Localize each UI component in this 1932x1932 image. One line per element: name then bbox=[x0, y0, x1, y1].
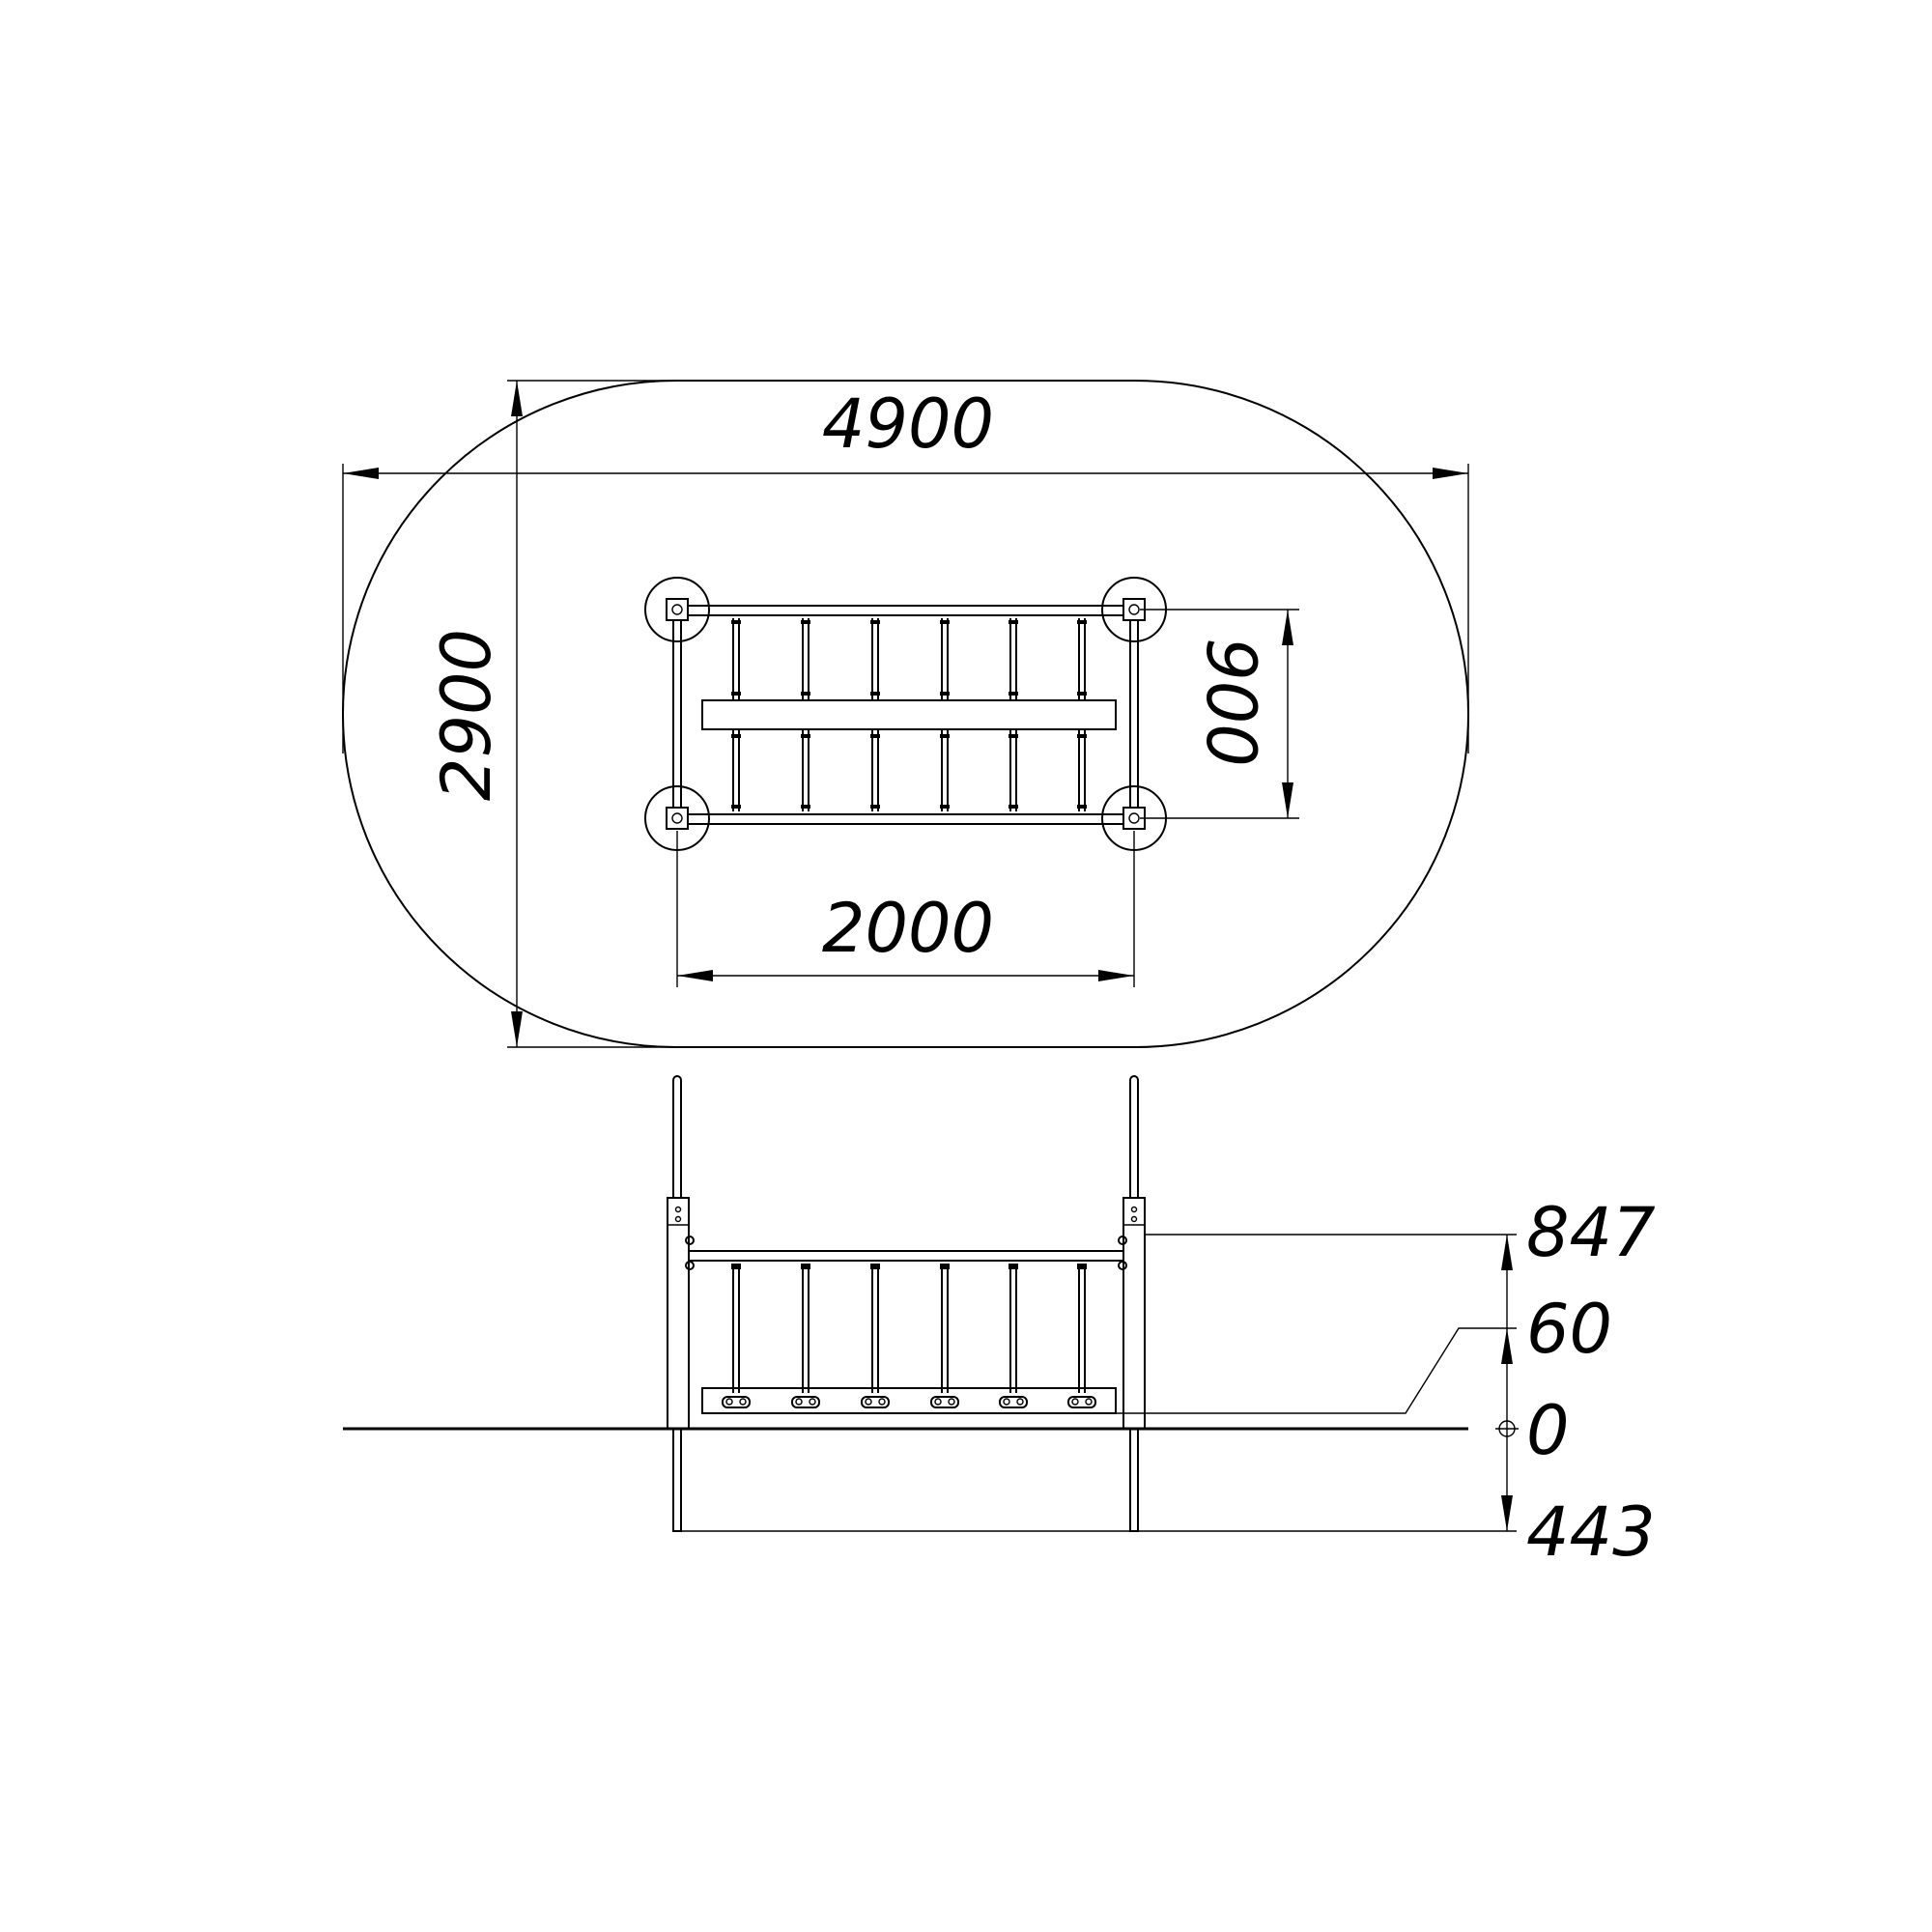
dim-area-length-label: 4900 bbox=[822, 384, 994, 464]
side-bottom-board bbox=[701, 1387, 1117, 1414]
post-foot-top-left bbox=[644, 577, 710, 642]
level-ground-label: 0 bbox=[1526, 1391, 1570, 1470]
right-post bbox=[1118, 1075, 1146, 1532]
dim-area-width: 2900 bbox=[427, 380, 676, 1048]
elevation-markers: 847 60 0 443 bbox=[681, 1193, 1656, 1572]
dim-frame-depth-label: 900 bbox=[1191, 638, 1270, 767]
dim-area-length: 4900 bbox=[342, 384, 1469, 753]
side-bars bbox=[722, 1264, 1096, 1408]
side-view: 847 60 0 443 bbox=[343, 1075, 1656, 1572]
dim-frame-length: 2000 bbox=[676, 831, 1135, 987]
level-top-label: 847 bbox=[1526, 1193, 1656, 1272]
level-step-label: 60 bbox=[1526, 1290, 1612, 1369]
safety-zone-outline bbox=[342, 380, 1469, 1048]
dim-frame-depth: 900 bbox=[1140, 609, 1299, 819]
dim-area-width-label: 2900 bbox=[427, 629, 506, 801]
dim-frame-length-label: 2000 bbox=[822, 889, 994, 968]
equipment-plan bbox=[644, 577, 1167, 851]
center-beam bbox=[701, 699, 1117, 730]
plan-view: 4900 2900 bbox=[342, 380, 1469, 1048]
plan-bars bbox=[731, 618, 1087, 811]
left-post bbox=[667, 1075, 695, 1532]
level-foundation-label: 443 bbox=[1526, 1492, 1656, 1572]
